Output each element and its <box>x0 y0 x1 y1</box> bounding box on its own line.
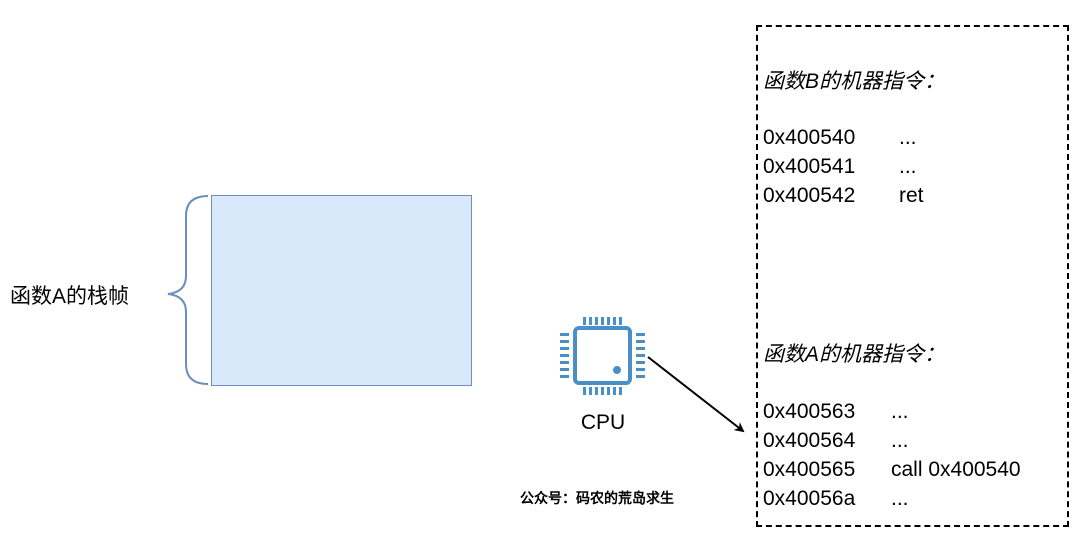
stack-frame-label: 函数A的栈帧 <box>10 285 130 308</box>
function-a-instructions: 0x400563... 0x400564... 0x400565 call 0x4… <box>763 397 1021 513</box>
instruction-address: 0x400563 <box>763 400 856 423</box>
curly-brace-icon <box>167 195 209 385</box>
instruction-op: ... <box>891 400 909 423</box>
stack-frame-block <box>211 195 472 386</box>
instruction-line: 0x400542 ret <box>763 181 924 210</box>
instruction-address: 0x400542 <box>763 184 856 207</box>
instruction-memory-box <box>756 25 1069 527</box>
function-b-instructions: 0x400540... 0x400541... 0x400542 ret <box>763 123 924 210</box>
watermark-text: 公众号：码农的荒岛求生 <box>520 491 674 507</box>
instruction-address: 0x40056a <box>763 487 856 510</box>
cpu-label: CPU <box>580 411 626 434</box>
instruction-op: ... <box>891 429 909 452</box>
instruction-op: ... <box>899 126 917 149</box>
instruction-address: 0x400565 <box>763 458 856 481</box>
instruction-op: call 0x400540 <box>891 458 1021 481</box>
instruction-line: 0x400540... <box>763 123 924 152</box>
cpu-icon <box>556 312 650 409</box>
instruction-pointer-arrow <box>647 356 745 433</box>
instruction-address: 0x400564 <box>763 429 856 452</box>
instruction-line: 0x400563... <box>763 397 1021 426</box>
instruction-address: 0x400540 <box>763 126 856 149</box>
instruction-op: ... <box>891 487 909 510</box>
instruction-line: 0x400541... <box>763 152 924 181</box>
instruction-address: 0x400541 <box>763 155 856 178</box>
instruction-line: 0x400565 call 0x400540 <box>763 455 1021 484</box>
function-a-heading: 函数A的机器指令： <box>763 343 946 366</box>
instruction-op: ... <box>899 155 917 178</box>
function-b-heading: 函数B的机器指令： <box>763 70 946 93</box>
instruction-line: 0x400564... <box>763 426 1021 455</box>
instruction-op: ret <box>899 184 924 207</box>
instruction-line: 0x40056a... <box>763 484 1021 513</box>
